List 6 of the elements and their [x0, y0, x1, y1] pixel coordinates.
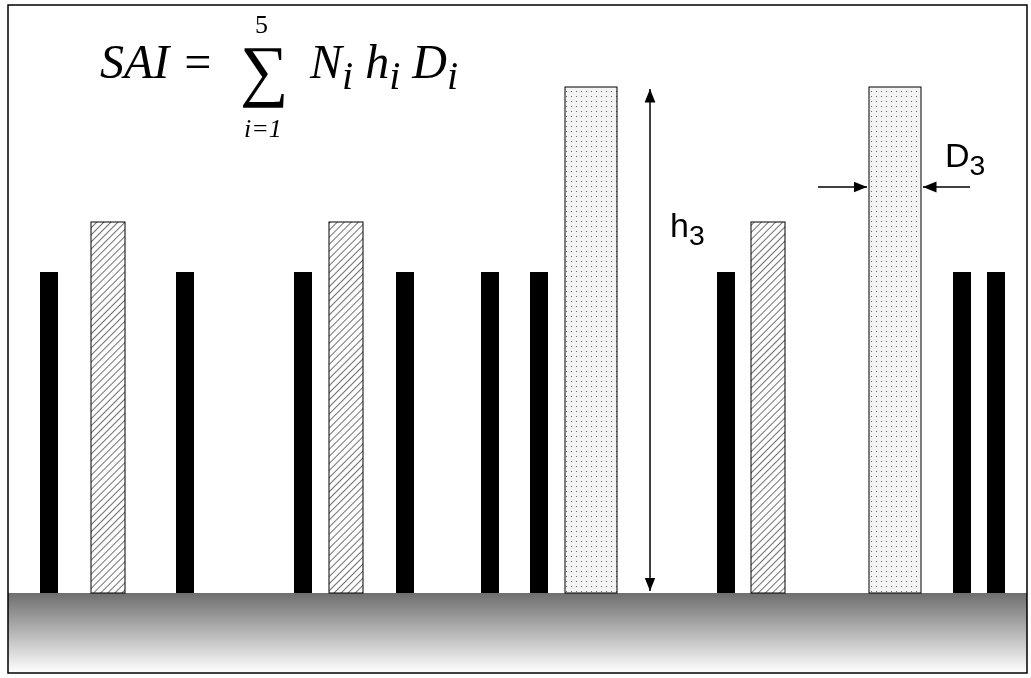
lower-limit: i=1	[244, 116, 282, 142]
formula-text: N$_{i}$ h$_{i}$ D$_{i}$	[310, 38, 459, 96]
dimension-label: D$_{3}$	[945, 138, 986, 180]
formula-text: SAI =	[100, 38, 214, 86]
dimension-label: h$_{3}$	[670, 208, 705, 250]
upper-limit: 5	[255, 12, 268, 38]
